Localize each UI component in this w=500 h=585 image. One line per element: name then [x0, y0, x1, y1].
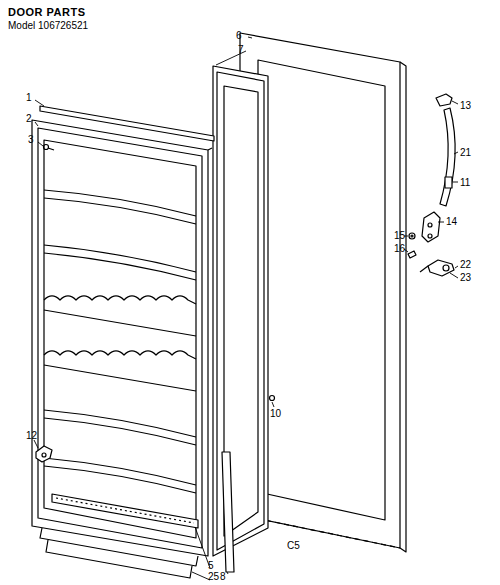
door-latch: [36, 446, 52, 462]
model-number: Model 106726521: [8, 20, 88, 31]
callout-number: 23: [460, 272, 471, 283]
screw: [44, 145, 55, 151]
callout-number: 16: [394, 243, 405, 254]
top-trim-strip: [40, 106, 214, 141]
callout-number: 10: [270, 408, 281, 419]
callout-number: 8: [220, 571, 226, 582]
handle-clip: [445, 177, 452, 188]
callout-number: 21: [460, 147, 471, 158]
door-liner: [32, 120, 212, 556]
strip-texture: [56, 498, 194, 523]
hinge-pin: [420, 260, 454, 276]
callout-number: 22: [460, 259, 471, 270]
callout-number: 12: [26, 430, 37, 441]
callout-number: 14: [446, 216, 457, 227]
callout-number: 3: [28, 134, 34, 145]
door-handle: [440, 108, 455, 206]
wire-shelf: [46, 540, 192, 578]
callout-number: 2: [26, 113, 32, 124]
washer-screw: [408, 233, 416, 258]
callout-number: 11: [460, 177, 470, 188]
callout-number: 15: [394, 230, 405, 241]
callout-number: 13: [460, 100, 471, 111]
button-plug: [270, 396, 275, 401]
bottom-trim-strip: [52, 494, 198, 528]
callout-number: 25: [208, 571, 219, 582]
door-hinge: [422, 212, 440, 242]
callout-number: 1: [26, 92, 32, 103]
callout-number: 7: [238, 44, 244, 55]
leader-line: [34, 37, 458, 580]
diagram-title: DOOR PARTS: [8, 6, 86, 18]
hinge-cap: [436, 94, 452, 106]
vertical-strip: [222, 452, 234, 572]
wire-shelf: [40, 528, 198, 566]
callout-number: 6: [236, 30, 242, 41]
callout-number: C5: [287, 540, 300, 551]
door-gasket: [213, 66, 268, 556]
callout-number: 5: [208, 560, 214, 571]
